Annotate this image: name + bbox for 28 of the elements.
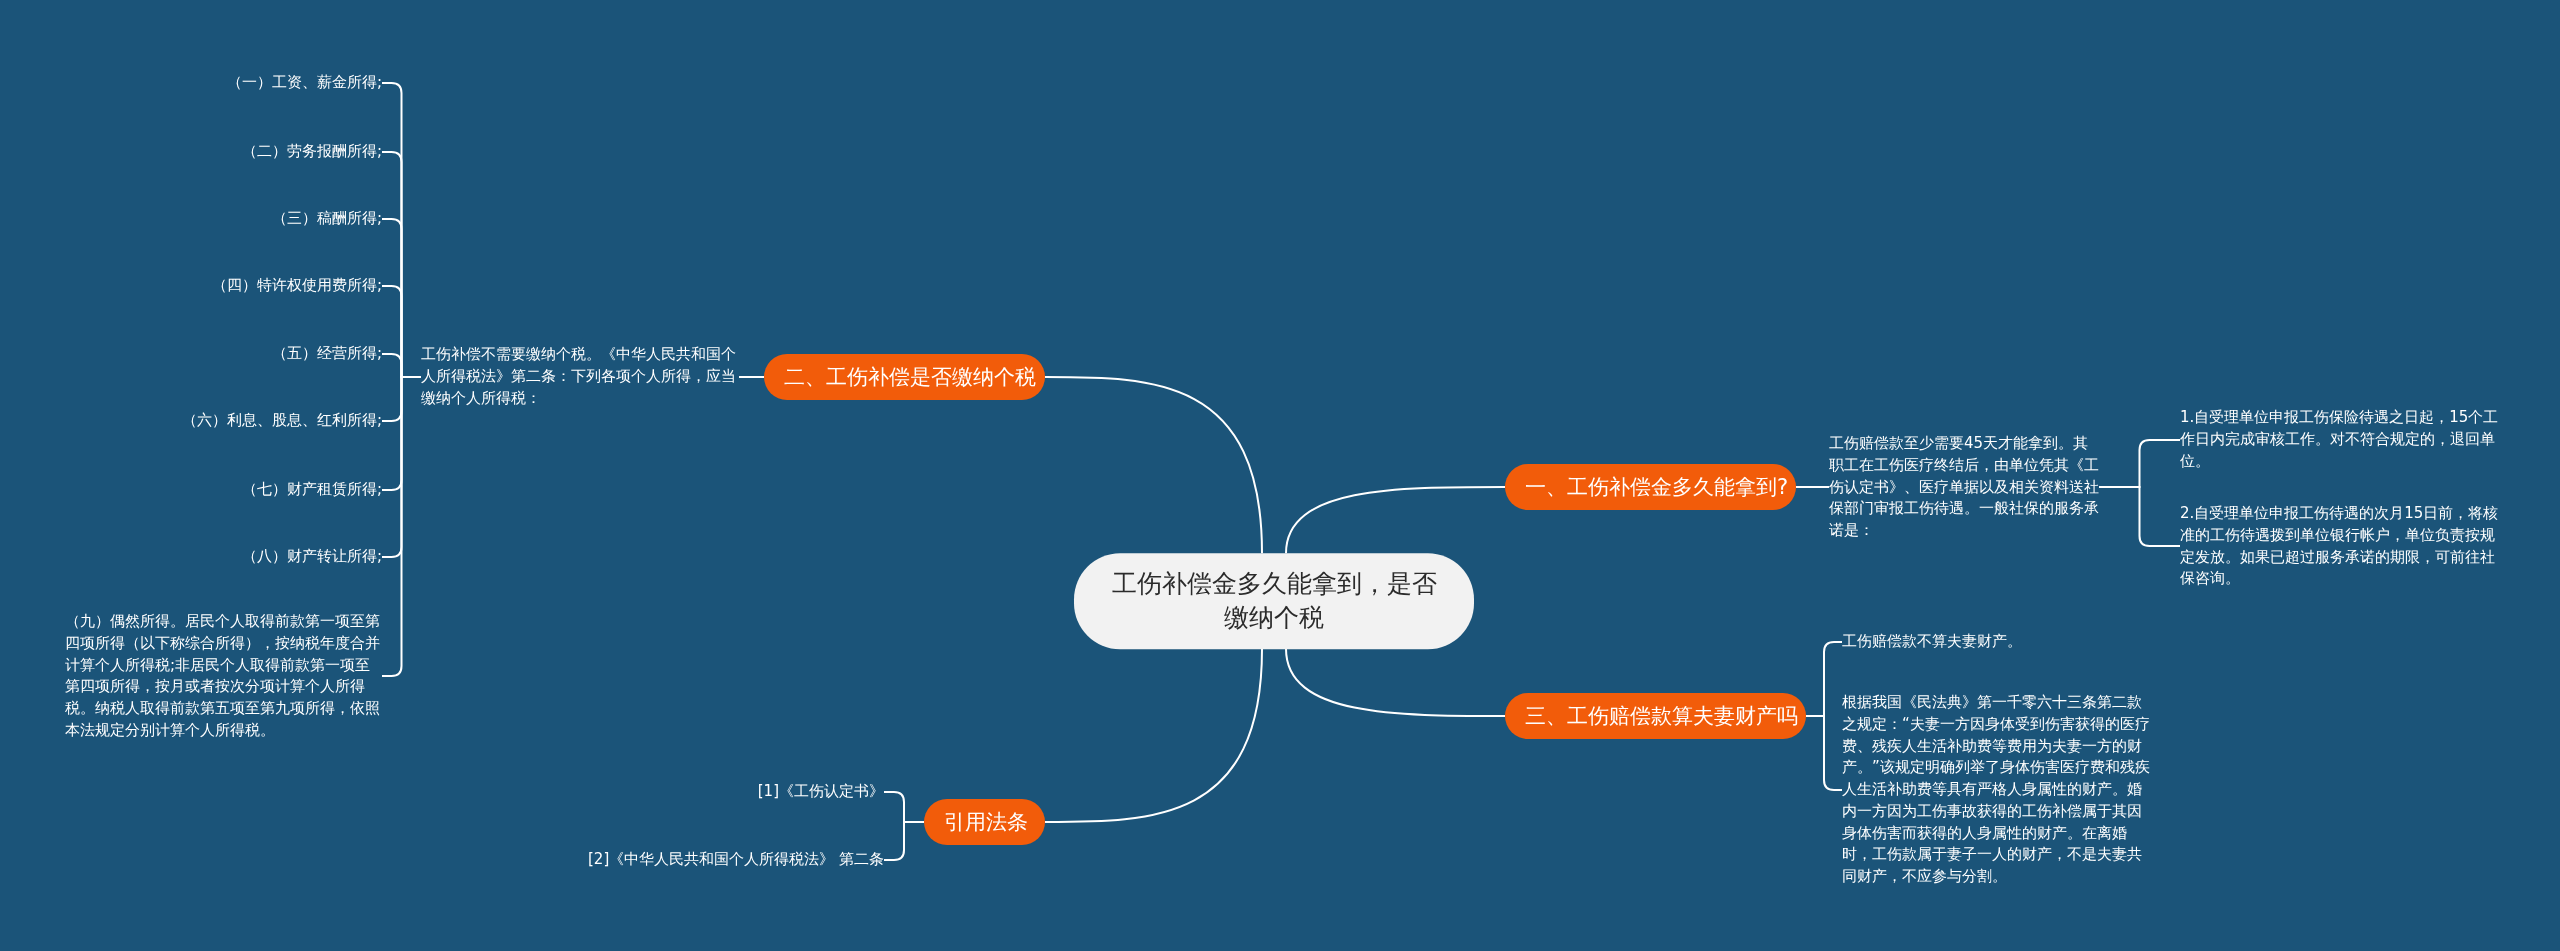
note-text: 1.自受理单位申报工伤保险待遇之日起，15个工作日内完成审核工作。对不符合规定的，退回单位。 [2180,407,2500,473]
list-item-text: （二）劳务报酬所得; [241,141,382,163]
list-item-text: （三）稿酬所得; [271,208,382,230]
connector-line [1044,376,1263,555]
list-item-text: （六）利息、股息、红利所得; [181,410,382,432]
note-text: 工伤补偿不需要缴纳个税。《中华人民共和国个人所得税法》第二条：下列各项个人所得，应当缴纳个人所得税： [421,344,739,410]
note-text: 工伤赔偿款至少需要45天才能拿到。其职工在工伤医疗终结后，由单位凭其《工伤认定书》、医疗单据以及相关资料送社保部门审报工伤待遇。一般社保的服务承诺是： [1829,432,2099,542]
note-text: 2.自受理单位申报工伤待遇的次月15日前，将核准的工伤待遇拨到单位银行帐户，单位负责按规定发放。如果已超过服务承诺的期限，可前往社保咨询。 [2180,502,2500,590]
connector-line [1044,647,1263,823]
topic-box: 三、工伤赔偿款算夫妻财产吗 [1505,693,1806,739]
list-item-text: （八）财产转让所得; [241,546,382,568]
topic-box: 引用法条 [924,799,1045,845]
connector-line [1285,647,1506,717]
topic-box: 一、工伤补偿金多久能拿到? [1505,464,1796,510]
list-item-text: （一）工资、薪金所得; [226,72,382,94]
topic-box: 二、工伤补偿是否缴纳个税 [764,354,1045,400]
note-text: （九）偶然所得。居民个人取得前款第一项至第四项所得（以下称综合所得），按纳税年度合并计算个人所得税;非居民个人取得前款第一项至第四项所得，按月或者按次分项计算个人所得税。纳税人取得前款第五项至第九项所得，依照本法规定分别计算个人所得税。 [65,610,382,742]
connector-line [1285,486,1506,555]
list-item-text: （四）特许权使用费所得; [211,275,382,297]
central-topic-box: 工伤补偿金多久能拿到，是否缴纳个税 [1074,553,1474,649]
connector-line [1795,486,1830,488]
list-item-text: （七）财产租赁所得; [241,479,382,501]
list-item-text: （五）经营所得; [271,343,382,365]
note-text: 根据我国《民法典》第一千零六十三条第二款之规定：“夫妻一方因身体受到伤害获得的医疗费、残疾人生活补助费等费用为夫妻一方的财产。”该规定明确列举了身体伤害医疗费和残疾人生活补助费等具有严格人身属性的财产。婚内一方因为工伤事故获得的工伤补偿属于其因身体伤害而获得的人身属性的财产。在离婚时，工伤款属于妻子一人的财产，不是夫妻共同财产，不应参与分割。 [1842,692,2152,888]
note-text: 工伤赔偿款不算夫妻财产。 [1842,631,2102,653]
list-item-text: [1]《工伤认定书》 [757,781,884,803]
list-item-text: [2]《中华人民共和国个人所得税法》 第二条 [588,849,884,871]
connector-line [738,376,765,378]
